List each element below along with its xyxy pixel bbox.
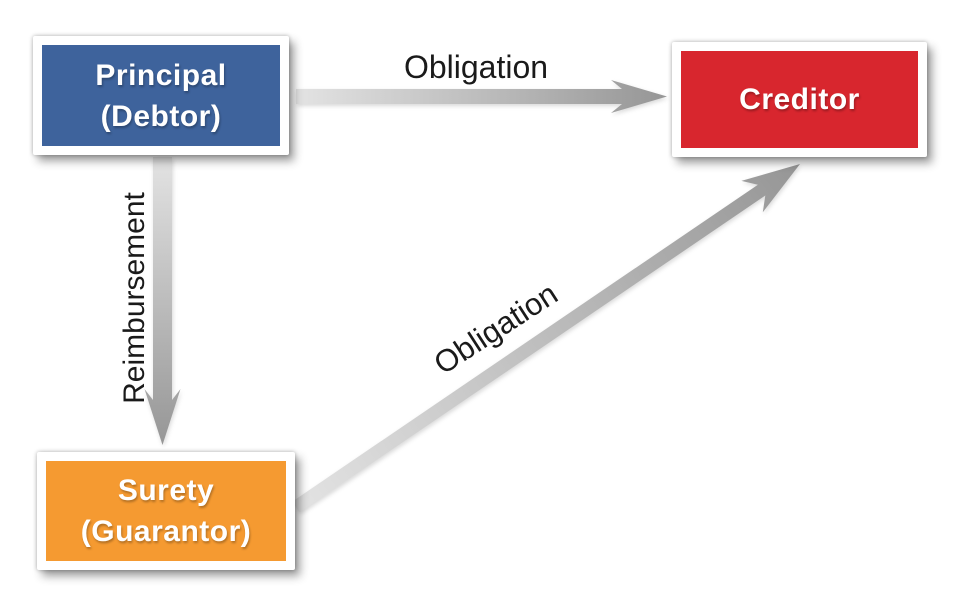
node-surety-label-line2: (Guarantor) [80, 515, 252, 548]
node-surety-label-line1: Surety [117, 474, 215, 507]
node-principal-debtor: Principal (Debtor) [33, 36, 289, 155]
edge-label-obligation-top: Obligation [403, 49, 549, 85]
node-creditor-fill: Creditor [681, 51, 918, 148]
node-principal-label-line1: Principal [95, 58, 227, 92]
edge-label-reimbursement: Reimbursement [118, 192, 151, 404]
node-surety-fill: Surety (Guarantor) [46, 461, 286, 561]
arrow-principal-to-creditor [296, 80, 667, 113]
node-creditor: Creditor [672, 42, 927, 157]
node-principal-label-line2: (Debtor) [100, 99, 222, 133]
node-creditor-label: Creditor [739, 83, 860, 116]
arrow-surety-to-creditor [292, 164, 800, 513]
arrow-principal-to-surety [144, 157, 181, 445]
node-surety-guarantor: Surety (Guarantor) [37, 452, 295, 570]
node-principal-fill: Principal (Debtor) [42, 45, 280, 146]
